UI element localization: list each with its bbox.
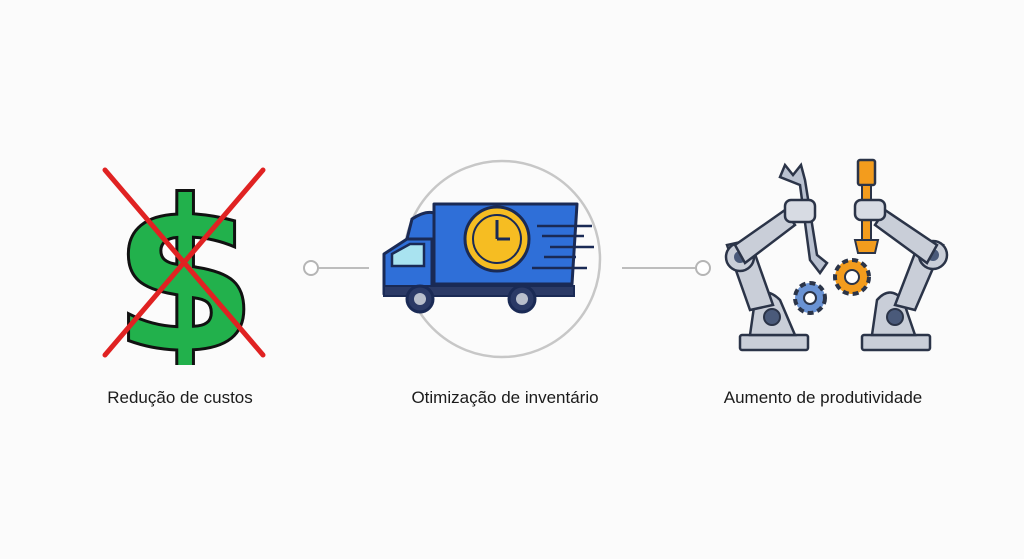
productivity-item (715, 155, 955, 360)
connector-node-right (695, 260, 711, 276)
label-cost-reduction: Redução de custos (107, 388, 253, 407)
inventory-optimization-item (382, 158, 604, 360)
label-productivity-increase: Aumento de produtividade (723, 388, 923, 407)
delivery-truck-clock-icon (382, 159, 602, 359)
crossed-out-dollar-icon: $ (102, 154, 266, 402)
cost-reduction-item: $ (95, 154, 275, 402)
connector-line-right (622, 267, 695, 269)
svg-text:$: $ (112, 160, 258, 365)
connector-node-left (303, 260, 319, 276)
connector-line-left (319, 267, 369, 269)
label-inventory-optimization: Otimização de inventário (411, 388, 599, 407)
robotic-arms-tools-icon (724, 158, 949, 352)
